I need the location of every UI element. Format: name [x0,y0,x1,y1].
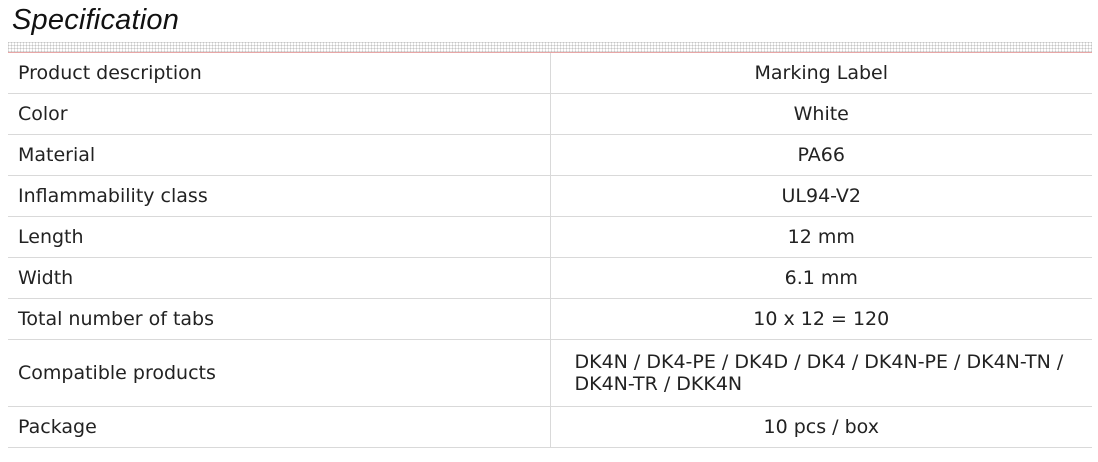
spec-row-inflammability-class: Inflammability class UL94-V2 [8,175,1092,217]
spec-label: Length [8,216,551,258]
spec-row-width: Width 6.1 mm [8,257,1092,299]
spec-label: Color [8,93,551,135]
spec-label: Compatible products [8,339,551,407]
spec-label: Width [8,257,551,299]
spec-label: Material [8,134,551,176]
spec-row-length: Length 12 mm [8,216,1092,258]
spec-value: UL94-V2 [550,175,1092,217]
spec-row-total-tabs: Total number of tabs 10 x 12 = 120 [8,298,1092,340]
spec-row-compatible-products: Compatible products DK4N / DK4-PE / DK4D… [8,339,1092,407]
spec-value: PA66 [550,134,1092,176]
spec-row-material: Material PA66 [8,134,1092,176]
page-title: Specification [12,4,180,36]
spec-value: White [550,93,1092,135]
spec-label: Package [8,406,551,448]
spec-value: 10 pcs / box [550,406,1092,448]
title-accent-line [8,52,1092,53]
title-dotted-rule [8,42,1092,52]
spec-value: 12 mm [550,216,1092,258]
spec-value: 6.1 mm [550,257,1092,299]
spec-row-package: Package 10 pcs / box [8,406,1092,448]
spec-label: Product description [8,53,551,94]
spec-row-color: Color White [8,93,1092,135]
spec-table: Product description Marking Label Color … [8,53,1092,448]
spec-row-product-description: Product description Marking Label [8,53,1092,94]
spec-value: 10 x 12 = 120 [550,298,1092,340]
spec-value: DK4N / DK4-PE / DK4D / DK4 / DK4N-PE / D… [550,339,1092,407]
spec-label: Total number of tabs [8,298,551,340]
spec-value: Marking Label [550,53,1092,94]
spec-label: Inflammability class [8,175,551,217]
